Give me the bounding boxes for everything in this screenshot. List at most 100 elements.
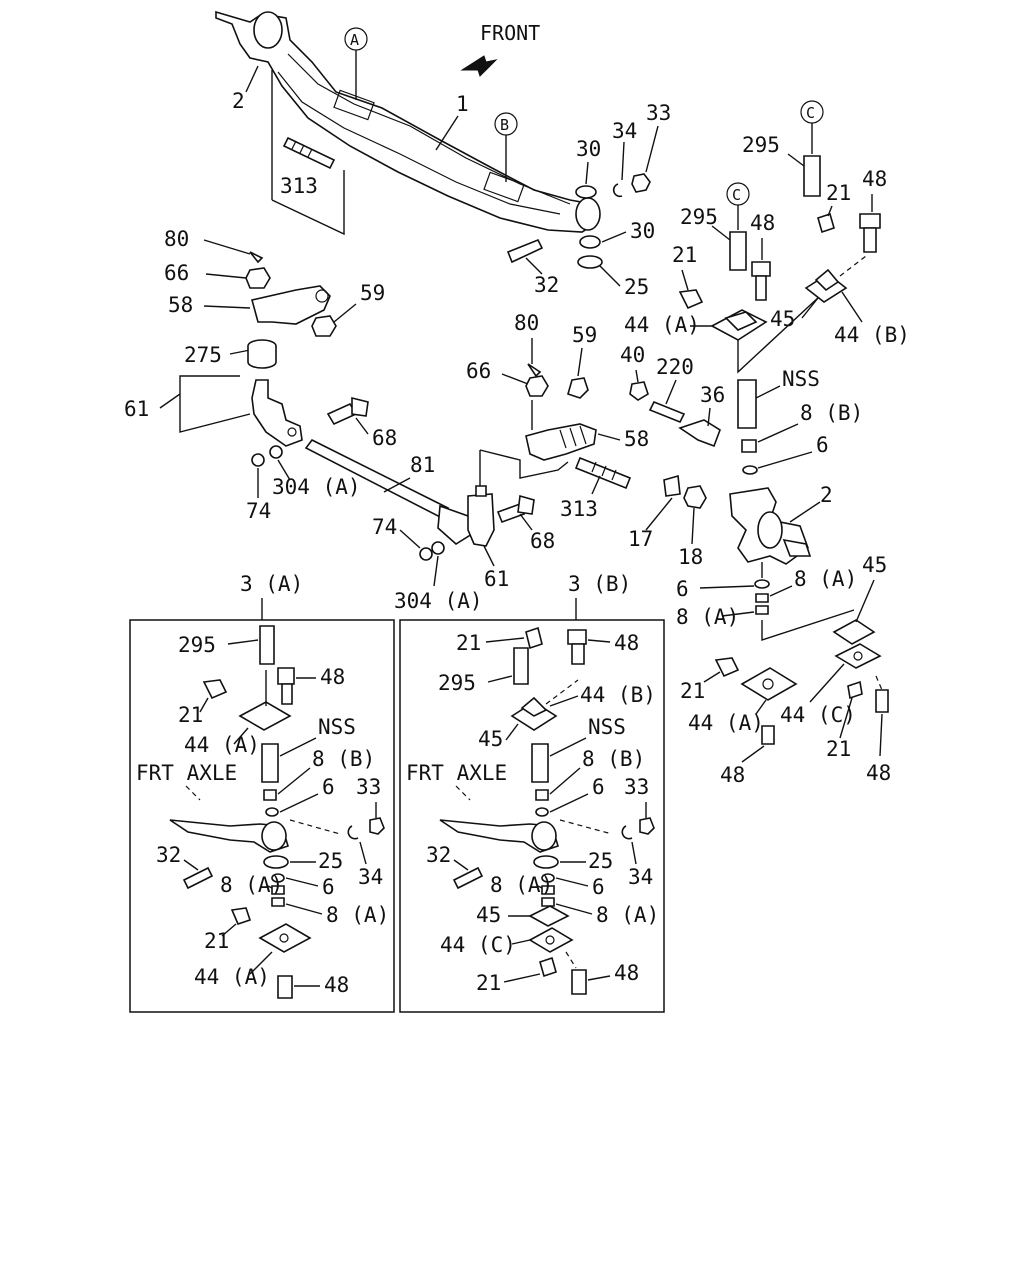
box-a-callout-8a-1: 8 (A) [220,873,283,897]
callout-48-upper-right: 48 [862,167,887,191]
box-b-callout-6-upper: 6 [592,775,605,799]
callout-44a-upper: 44 (A) [624,313,700,337]
box-a-callout-44a-lower: 44 (A) [194,965,270,989]
box-a-cap-44a-lower [258,923,312,953]
callout-275: 275 [184,343,222,367]
tie-rod-end-61 [467,485,495,547]
king-pin-313-lower [574,456,632,490]
callout-21-upper-right: 21 [826,181,851,205]
callout-30-upper: 30 [576,137,601,161]
box-b-callout-8a-1: 8 (A) [490,873,553,897]
box-a-callout-8a-2: 8 (A) [326,903,389,927]
callout-58-right: 58 [624,427,649,451]
callout-80-right: 80 [514,311,539,335]
callout-68-left: 68 [372,426,397,450]
front-direction-label: FRONT [480,21,540,45]
callout-313-upper: 313 [280,174,318,198]
box-b-callout-21-upper: 21 [456,631,481,655]
box-b-callout-48-lower: 48 [614,961,639,985]
callout-40: 40 [620,343,645,367]
box-b-callout-8a-2: 8 (A) [596,903,659,927]
callout-21-lower-right: 21 [826,737,851,761]
ref-c-left-label: C [732,186,741,204]
seal-45-lower [832,619,876,645]
callout-34: 34 [612,119,637,143]
box-a-frt-axle: FRT AXLE [136,761,237,785]
axle-beam [215,10,601,233]
box-a-callout-33: 33 [356,775,381,799]
callout-1: 1 [456,92,469,116]
box-b-callout-nss: NSS [588,715,626,739]
callout-45-lower: 45 [862,553,887,577]
box-a-callout-48-upper: 48 [320,665,345,689]
callout-44a-lower: 44 (A) [688,711,764,735]
callout-304a-left: 304 (A) [272,475,361,499]
box-b-callout-44b: 44 (B) [580,683,656,707]
callout-18: 18 [678,545,703,569]
steering-knuckle-right [729,487,812,565]
callout-6-upper: 6 [816,433,829,457]
box-a-callout-32: 32 [156,843,181,867]
box-b-callout-45-lower: 45 [476,903,501,927]
box-a-cap-44a-upper [238,701,292,731]
box-b-title: 3 (B) [568,572,631,596]
cap-44a-upper [710,309,768,341]
callout-61-left: 61 [124,397,149,421]
cap-44b-upper [804,268,848,303]
callout-74-left: 74 [246,499,271,523]
box-a-callout-25: 25 [318,849,343,873]
callout-2-left: 2 [232,89,245,113]
callout-313-lower: 313 [560,497,598,521]
box-b-callout-33: 33 [624,775,649,799]
callout-25: 25 [624,275,649,299]
callout-80-left: 80 [164,227,189,251]
box-b-callout-32: 32 [426,843,451,867]
ref-c-right-label: C [806,104,815,122]
callout-48-lower-left: 48 [720,763,745,787]
callout-nss: NSS [782,367,820,391]
callout-21-upper-left: 21 [672,243,697,267]
box-b-callout-6-lower: 6 [592,875,605,899]
callout-48-lower-right: 48 [866,761,891,785]
box-b-callout-44c: 44 (C) [440,933,516,957]
callout-44b-upper: 44 (B) [834,323,910,347]
box-3a-frame [129,619,395,1013]
steering-knuckle-arm-left [251,379,303,447]
callout-220: 220 [656,355,694,379]
box-a-title: 3 (A) [240,572,303,596]
callout-81: 81 [410,453,435,477]
callout-21-lower-left: 21 [680,679,705,703]
callout-66-left: 66 [164,261,189,285]
box-a-callout-8b: 8 (B) [312,747,375,771]
box-b-callout-25: 25 [588,849,613,873]
callout-44c-lower: 44 (C) [780,703,856,727]
callout-58-left: 58 [168,293,193,317]
cap-44a-lower [740,667,798,701]
callout-6-lower: 6 [676,577,689,601]
callout-295-right: 295 [742,133,780,157]
callout-30-lower: 30 [630,219,655,243]
tie-rod-81 [304,438,473,545]
ref-a-label: A [350,31,359,49]
box-a-callout-6-upper: 6 [322,775,335,799]
front-arrow-icon [460,55,498,77]
box-a-callout-295: 295 [178,633,216,657]
box-b-callout-8b: 8 (B) [582,747,645,771]
box-b-callout-34: 34 [628,865,653,889]
box-b-callout-45-upper: 45 [478,727,503,751]
box-a-callout-nss: NSS [318,715,356,739]
box-b-callout-21-lower: 21 [476,971,501,995]
bolt-68-left [326,396,369,426]
steering-arm-58-right [525,423,597,461]
callout-8a-lower-2: 8 (A) [676,605,739,629]
callout-295-left: 295 [680,205,718,229]
callout-36: 36 [700,383,725,407]
callout-45-upper: 45 [770,307,795,331]
callout-59-right: 59 [572,323,597,347]
callout-48-upper-left: 48 [750,211,775,235]
callout-66-right: 66 [466,359,491,383]
callout-32: 32 [534,273,559,297]
box-b-callout-48-upper: 48 [614,631,639,655]
